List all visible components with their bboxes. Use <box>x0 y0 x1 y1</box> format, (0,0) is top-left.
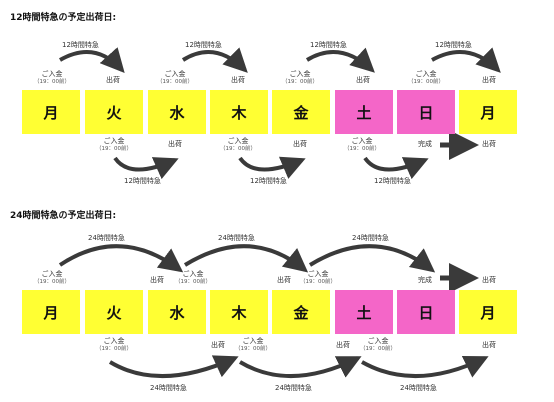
label-payment: ご入金（19：00前） <box>344 137 380 152</box>
arrow-24h-bottom-2 <box>238 356 362 378</box>
arrow-24h-bottom-1 <box>108 355 239 378</box>
day-box-wed: 水 <box>148 90 206 134</box>
label-payment: ご入金（19：00前） <box>34 70 70 85</box>
arrow-text: 24時間特急 <box>400 384 437 392</box>
label-payment: ご入金（19：00前） <box>300 270 336 285</box>
arrow-24h-top-3 <box>308 244 436 273</box>
arrow-text: 12時間特急 <box>124 177 161 185</box>
label-payment: ご入金（19：00前） <box>235 337 271 352</box>
label-shipping: 出荷 <box>293 140 307 148</box>
label-payment: ご入金（19：00前） <box>282 70 318 85</box>
arrow-text: 12時間特急 <box>435 41 472 49</box>
day-box-thu: 木 <box>210 90 268 134</box>
day-box-tue: 火 <box>85 90 143 134</box>
label-complete: 完成 <box>418 140 432 148</box>
arrow-12h-bottom-2 <box>238 156 306 179</box>
day-box-mon: 月 <box>22 290 80 334</box>
arrow-12h-bottom-3 <box>363 156 429 180</box>
label-payment: ご入金（19：00前） <box>175 270 211 285</box>
arrow-24h-top-2 <box>183 244 309 273</box>
arrow-text: 12時間特急 <box>374 177 411 185</box>
label-complete: 完成 <box>418 276 432 284</box>
label-shipping: 出荷 <box>150 276 164 284</box>
label-shipping: 出荷 <box>336 341 350 349</box>
arrow-text: 24時間特急 <box>275 384 312 392</box>
arrow-24h-top-1 <box>58 244 184 273</box>
label-payment: ご入金（19：00前） <box>96 337 132 352</box>
section-title-24h: 24時間特急の予定出荷日: <box>10 211 117 221</box>
arrow-text: 24時間特急 <box>150 384 187 392</box>
arrow-12h-top-4 <box>431 47 501 73</box>
arrow-text: 24時間特急 <box>88 234 125 242</box>
label-payment: ご入金（19：00前） <box>157 70 193 85</box>
arrow-text: 12時間特急 <box>310 41 347 49</box>
label-shipping: 出荷 <box>231 76 245 84</box>
arrow-text: 12時間特急 <box>250 177 287 185</box>
arrow-12h-top-3 <box>305 47 375 73</box>
day-box-mon-next: 月 <box>459 90 517 134</box>
day-box-wed: 水 <box>148 290 206 334</box>
day-box-sun: 日 <box>397 90 455 134</box>
day-box-mon: 月 <box>22 90 80 134</box>
arrow-text: 12時間特急 <box>185 41 222 49</box>
day-box-sat: 土 <box>335 90 393 134</box>
label-shipping: 出荷 <box>168 140 182 148</box>
day-box-fri: 金 <box>272 90 330 134</box>
arrow-24h-bottom-3 <box>361 355 489 378</box>
day-box-sun: 日 <box>397 290 455 334</box>
arrow-text: 24時間特急 <box>218 234 255 242</box>
arrow-12h-top-2 <box>181 47 248 73</box>
label-shipping: 出荷 <box>277 276 291 284</box>
label-shipping: 出荷 <box>482 276 496 284</box>
label-shipping: 出荷 <box>482 140 496 148</box>
label-shipping: 出荷 <box>482 76 496 84</box>
label-payment: ご入金（19：00前） <box>408 70 444 85</box>
label-shipping: 出荷 <box>106 76 120 84</box>
arrow-12h-bottom-1 <box>113 156 179 180</box>
day-box-fri: 金 <box>272 290 330 334</box>
section-title-12h: 12時間特急の予定出荷日: <box>10 13 117 23</box>
label-payment: ご入金（19：00前） <box>96 137 132 152</box>
arrow-text: 24時間特急 <box>352 234 389 242</box>
day-box-sat: 土 <box>335 290 393 334</box>
arrow-text: 12時間特急 <box>62 41 99 49</box>
day-box-thu: 木 <box>210 290 268 334</box>
label-shipping: 出荷 <box>211 341 225 349</box>
label-shipping: 出荷 <box>482 341 496 349</box>
day-box-tue: 火 <box>85 290 143 334</box>
label-payment: ご入金（19：00前） <box>220 137 256 152</box>
day-box-mon-next: 月 <box>459 290 517 334</box>
arrow-12h-top-1 <box>59 47 125 73</box>
label-payment: ご入金（19：00前） <box>360 337 396 352</box>
label-shipping: 出荷 <box>356 76 370 84</box>
label-payment: ご入金（19：00前） <box>34 270 70 285</box>
